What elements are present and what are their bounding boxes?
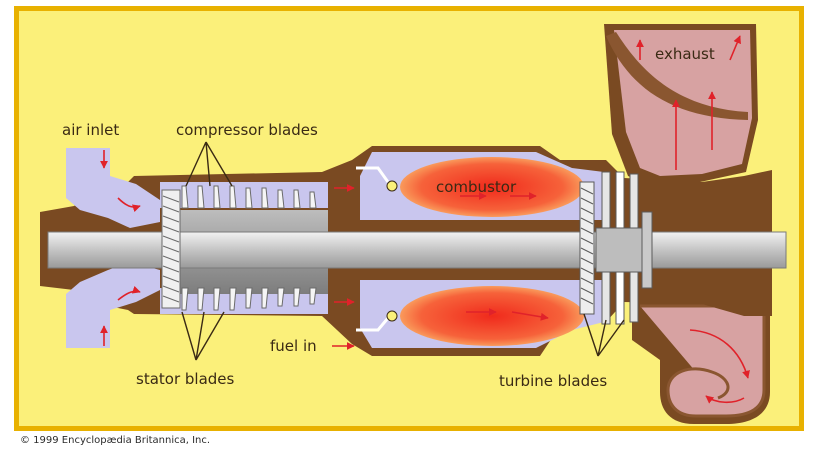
main-shaft: [48, 232, 786, 268]
label-exhaust: exhaust: [655, 45, 715, 63]
combustor-flame-lower: [400, 286, 584, 346]
label-compressor-blades: compressor blades: [176, 121, 318, 139]
label-combustor: combustor: [436, 178, 517, 196]
label-air-inlet: air inlet: [62, 121, 119, 139]
copyright-notice: © 1999 Encyclopædia Britannica, Inc.: [20, 435, 210, 446]
label-turbine-blades: turbine blades: [499, 372, 607, 390]
label-stator-blades: stator blades: [136, 370, 235, 388]
compressor-inlet-stage: [162, 190, 180, 308]
label-fuel-in: fuel in: [270, 337, 317, 355]
